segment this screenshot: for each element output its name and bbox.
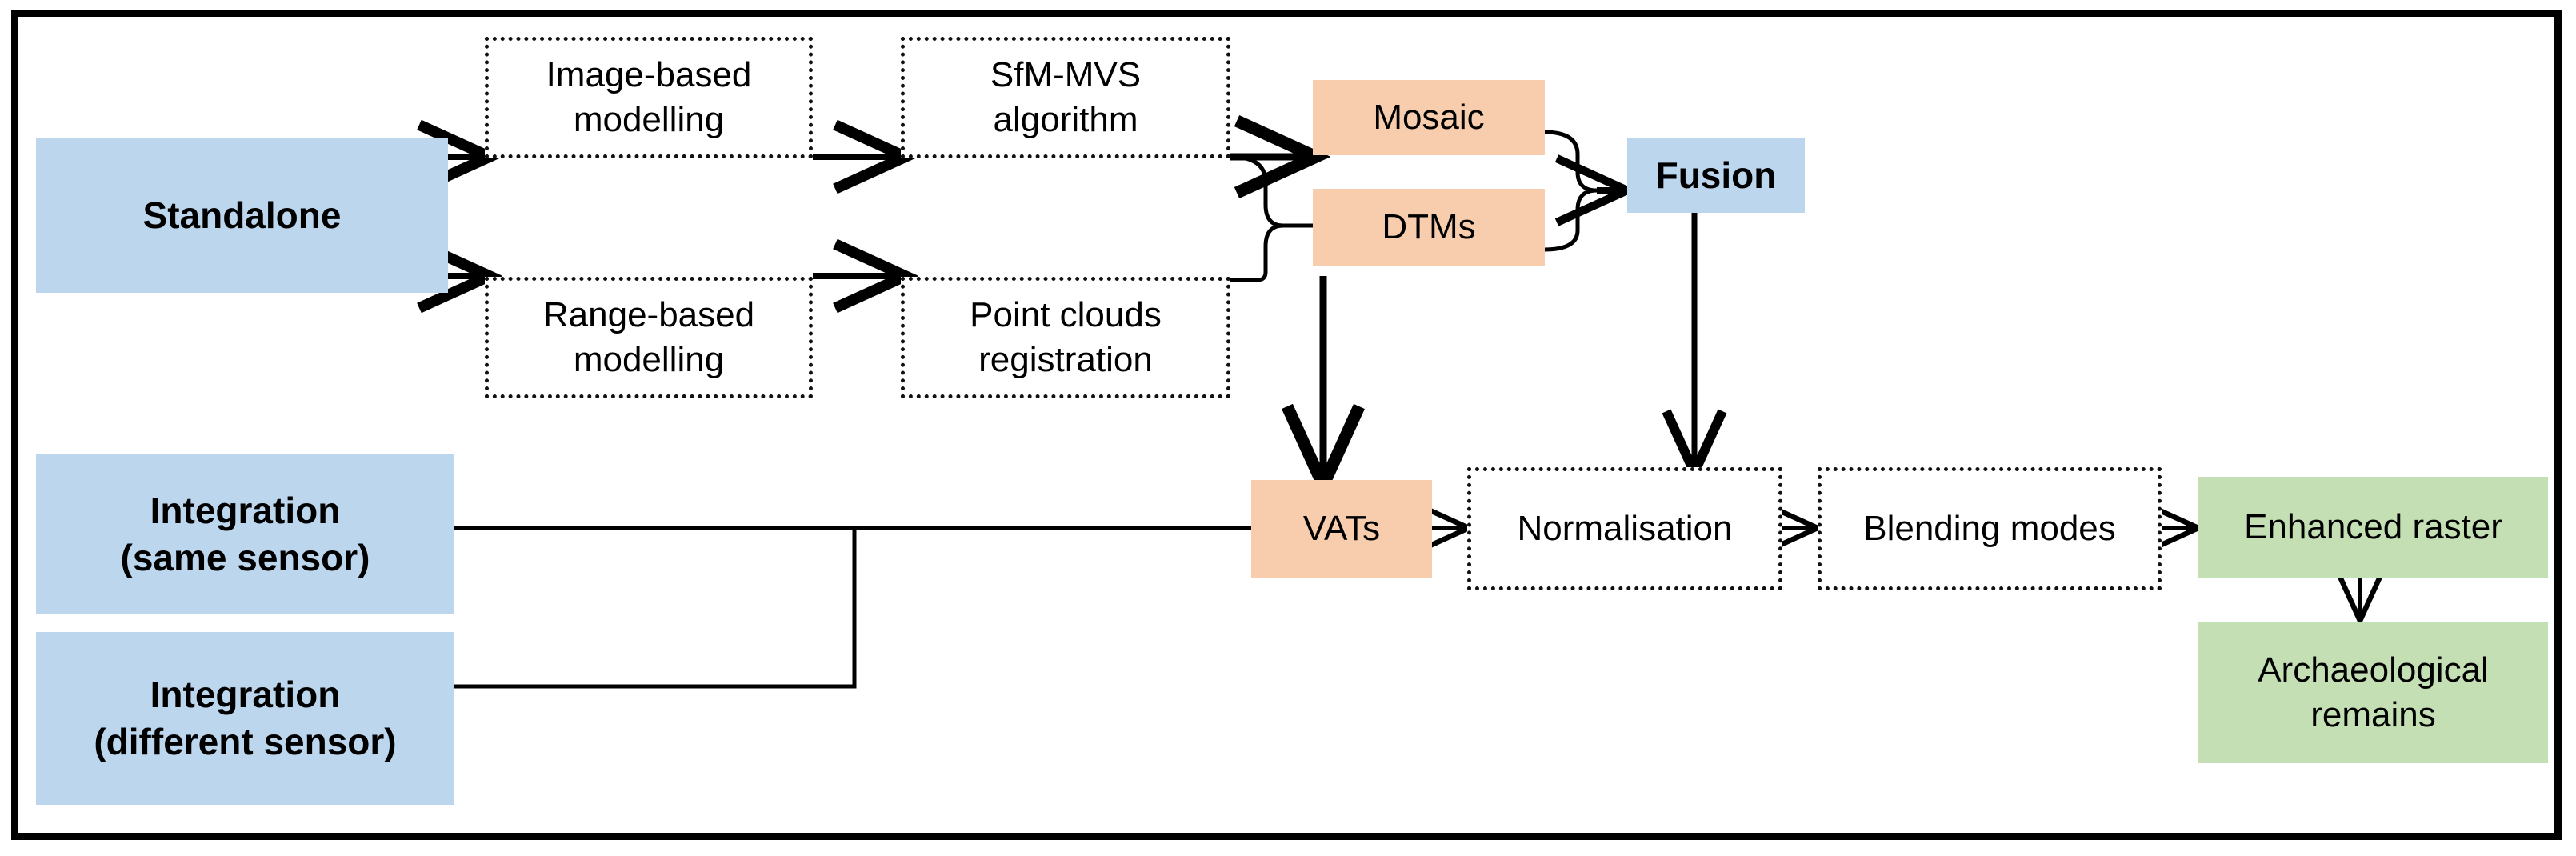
node-mosaic[interactable]: Mosaic — [1313, 80, 1545, 155]
node-standalone-label: Standalone — [142, 194, 342, 236]
node-enhanced-raster[interactable]: Enhanced raster — [2198, 477, 2548, 578]
node-normalisation-label: Normalisation — [1517, 508, 1733, 548]
node-integration-different-sensor-label: Integration (different sensor) — [94, 674, 397, 762]
node-image-based-modelling-label: Image-based modelling — [546, 54, 752, 139]
node-integration-same-sensor[interactable]: Integration (same sensor) — [36, 454, 454, 614]
node-fusion[interactable]: Fusion — [1627, 138, 1805, 213]
node-sfm-mvs-algorithm[interactable]: SfM-MVS algorithm — [901, 37, 1230, 158]
node-range-based-modelling-label: Range-based modelling — [542, 294, 755, 379]
node-range-based-modelling[interactable]: Range-based modelling — [485, 277, 813, 398]
node-image-based-modelling[interactable]: Image-based modelling — [485, 37, 813, 158]
node-vats[interactable]: VATs — [1251, 480, 1432, 578]
node-enhanced-raster-label: Enhanced raster — [2244, 506, 2502, 546]
node-dtms[interactable]: DTMs — [1313, 189, 1545, 266]
node-blending-modes[interactable]: Blending modes — [1818, 467, 2162, 590]
node-blending-modes-label: Blending modes — [1863, 508, 2116, 548]
node-integration-different-sensor[interactable]: Integration (different sensor) — [36, 632, 454, 805]
node-mosaic-label: Mosaic — [1373, 97, 1485, 137]
node-archaeological-remains-label: Archaeological remains — [2258, 650, 2489, 734]
node-fusion-label: Fusion — [1655, 154, 1777, 196]
node-vats-label: VATs — [1302, 508, 1381, 548]
node-point-clouds-registration[interactable]: Point clouds registration — [901, 277, 1230, 398]
node-standalone[interactable]: Standalone — [36, 138, 448, 293]
node-normalisation[interactable]: Normalisation — [1467, 467, 1782, 590]
node-integration-same-sensor-label: Integration (same sensor) — [120, 490, 370, 578]
node-dtms-label: DTMs — [1382, 206, 1476, 246]
node-archaeological-remains[interactable]: Archaeological remains — [2198, 622, 2548, 763]
node-point-clouds-registration-label: Point clouds registration — [970, 294, 1162, 379]
node-sfm-mvs-algorithm-label: SfM-MVS algorithm — [990, 54, 1142, 139]
